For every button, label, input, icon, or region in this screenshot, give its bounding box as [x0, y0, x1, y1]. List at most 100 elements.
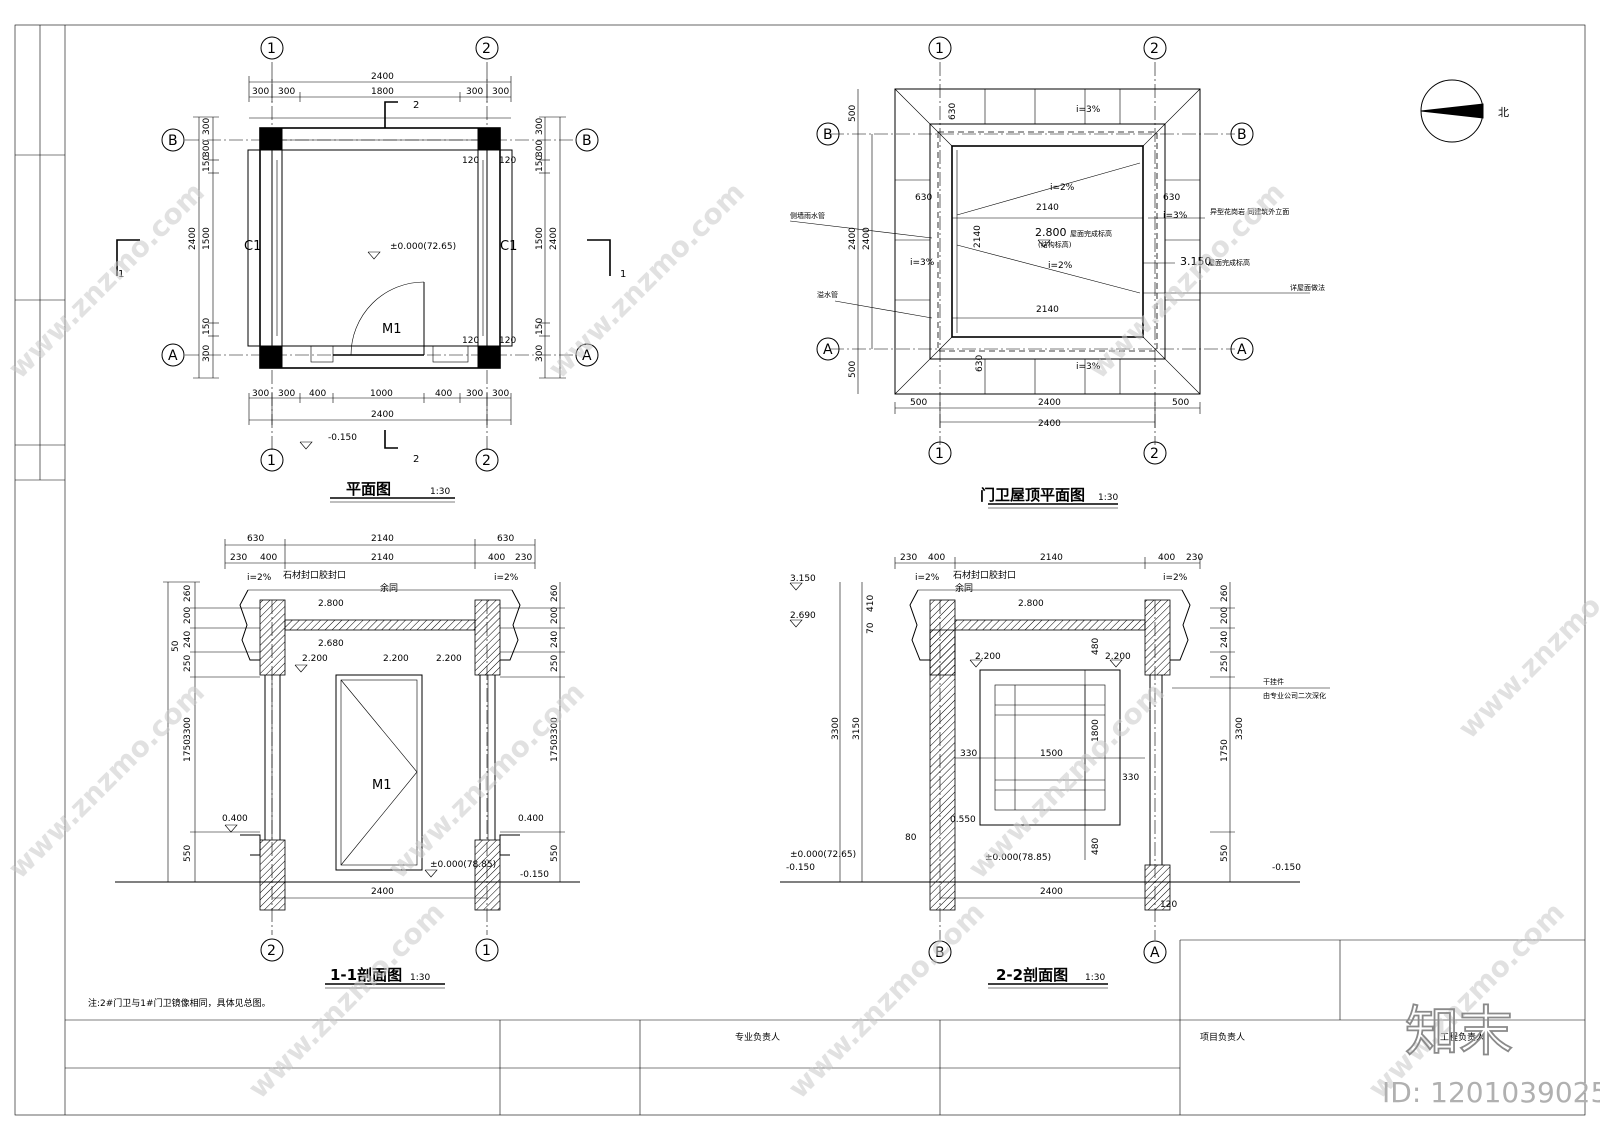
axis-A-sec22: A: [1150, 945, 1160, 961]
section-mark-1-left: 1: [118, 269, 124, 280]
roof-dim-500-b: 500: [848, 361, 858, 378]
s1-dim-240: 240: [183, 631, 193, 648]
plan-dim-150-r1: 150: [535, 155, 545, 172]
plan-dim-400-b: 400: [435, 389, 452, 399]
sec22-scale: 1:30: [1085, 973, 1105, 983]
roof-dim-630-l: 630: [915, 193, 932, 203]
s2-dim-330-r: 330: [1122, 773, 1139, 783]
window-label-c1-right: C1: [500, 239, 517, 254]
sec22-labels: 230 400 2140 400 230 2400 3300 3150 3300…: [786, 553, 1326, 910]
s1-note-yutong: 余同: [380, 582, 398, 594]
s1-level-0400-l: 0.400: [222, 814, 248, 824]
roof-note-granite: 异型花岗岩 同建筑外立面: [1210, 207, 1289, 216]
s2-dim-230-r: 230: [1186, 553, 1203, 563]
section-2-2-view: [780, 557, 1330, 989]
plan-dim-2400-bot: 2400: [371, 410, 394, 420]
axis-labels: 1 2 1 2 B B A A 1 2 1 2 B B A A 2 1 B A: [168, 41, 1247, 961]
s2-dim-2400: 2400: [1040, 887, 1063, 897]
s2-note-hanger: 干挂件: [1263, 677, 1284, 686]
s2-note-yutong: 余同: [955, 582, 973, 594]
s2-dim-3300-r: 3300: [1235, 717, 1245, 740]
plan-dim-1800: 1800: [371, 87, 394, 97]
watermarks: www.znzmo.com www.znzmo.com www.znzmo.co…: [2, 176, 1600, 1105]
axis-2-top-roof: 2: [1150, 41, 1159, 57]
roof-note-finish-2: 屋面完成标高: [1208, 258, 1250, 267]
brand-logo: 知末: [1405, 1000, 1513, 1063]
axis-2-top-plan: 2: [482, 41, 491, 57]
s2-dim-410: 410: [866, 595, 876, 612]
s2-dim-260: 260: [1220, 585, 1230, 602]
s1-note-stone: 石材封口胶封口: [283, 569, 346, 581]
s1-dim-200: 200: [183, 607, 193, 624]
roof-dim-630-b: 630: [975, 355, 985, 372]
axis-bubbles: [161, 36, 1254, 964]
watermark-site-7: www.znzmo.com: [1452, 536, 1600, 745]
s2-dim-250: 250: [1220, 655, 1230, 672]
roof-note-downpipe: 侧墙雨水管: [790, 211, 825, 220]
axis-A-left-roof: A: [823, 342, 833, 358]
s2-level-3150: 3.150: [790, 574, 816, 584]
plan-dim-1500-left: 1500: [202, 227, 212, 250]
roof-level-3150: 3.150: [1180, 255, 1212, 268]
s2-dim-2140: 2140: [1040, 553, 1063, 563]
axis-2-bot-plan: 2: [482, 453, 491, 469]
plan-dim-300-l2: 300: [202, 140, 212, 157]
s2-dim-80: 80: [905, 833, 917, 843]
s1-level-0400-r: 0.400: [518, 814, 544, 824]
axis-B-left-roof: B: [823, 127, 833, 143]
plan-dim-150-l1: 150: [202, 155, 212, 172]
plan-dim-150-l2: 150: [202, 318, 212, 335]
s2-slope-l: i=2%: [915, 573, 940, 583]
s2-note-hanger2: 由专业公司二次深化: [1263, 691, 1326, 700]
plan-dim-300-b: 300: [278, 87, 295, 97]
plan-dim-300-l1: 300: [202, 118, 212, 135]
plan-dim-2400-right: 2400: [549, 227, 559, 250]
s1-dim-250: 250: [183, 655, 193, 672]
plan-dim-120-b: 120: [499, 156, 516, 166]
plan-dim-300-f: 300: [278, 389, 295, 399]
s1-dim-400-r: 400: [488, 553, 505, 563]
sheet-border: [14, 24, 1586, 1116]
roof-slope-bot: i=3%: [1076, 362, 1101, 372]
s2-level-0550: 0.550: [950, 815, 976, 825]
north-label: 北: [1498, 106, 1509, 119]
s2-level-m015-r: -0.150: [1272, 863, 1301, 873]
s1-dim-230-r: 230: [515, 553, 532, 563]
roof-note-overflow: 溢水管: [817, 290, 838, 299]
s2-dim-240: 240: [1220, 631, 1230, 648]
plan-dim-300-r2: 300: [535, 140, 545, 157]
s2-level-2690: 2.690: [790, 611, 816, 621]
sec22-title: 2-2剖面图: [996, 966, 1068, 984]
s2-dim-70: 70: [866, 622, 876, 634]
tb-label-3: 工程负责人: [1440, 1031, 1485, 1043]
plan-dim-300-l3: 300: [202, 345, 212, 362]
roof-dim-2400-v1: 2400: [848, 227, 858, 250]
watermark-site-8: www.znzmo.com: [242, 896, 451, 1105]
north-arrow-icon: [1420, 103, 1484, 119]
s2-level-0b: ±0.000(78.85): [985, 853, 1051, 863]
plan-dim-120-c: 120: [462, 336, 479, 346]
watermark-site-4: www.znzmo.com: [2, 676, 211, 885]
plan-dim-300-r3: 300: [535, 345, 545, 362]
s1-dim-260: 260: [183, 585, 193, 602]
plan-scale: 1:30: [430, 487, 450, 497]
watermark-site-3: www.znzmo.com: [1082, 176, 1291, 385]
watermark-site-2: www.znzmo.com: [542, 176, 751, 385]
plan-dim-2400-left: 2400: [188, 227, 198, 250]
section-mark-2-top: 2: [413, 100, 419, 111]
door-label-m1-plan: M1: [382, 322, 402, 337]
s2-dim-1750: 1750: [1220, 739, 1230, 762]
roof-dim-2400-v2: 2400: [862, 227, 872, 250]
s1-dim-230-l: 230: [230, 553, 247, 563]
axis-1-bot-plan: 1: [267, 453, 276, 469]
s1-dim-260-r: 260: [550, 585, 560, 602]
roof-dim-2140-bot: 2140: [1036, 305, 1059, 315]
roof-slope-center-top: i=2%: [1050, 183, 1075, 193]
section-1-1-view: [115, 539, 580, 989]
roof-dim-500-t: 500: [848, 105, 858, 122]
axis-2-bot-roof: 2: [1150, 446, 1159, 462]
roof-dim-630-r: 630: [1163, 193, 1180, 203]
plan-dim-2400-top: 2400: [371, 72, 394, 82]
s1-level-m015: -0.150: [520, 870, 549, 880]
